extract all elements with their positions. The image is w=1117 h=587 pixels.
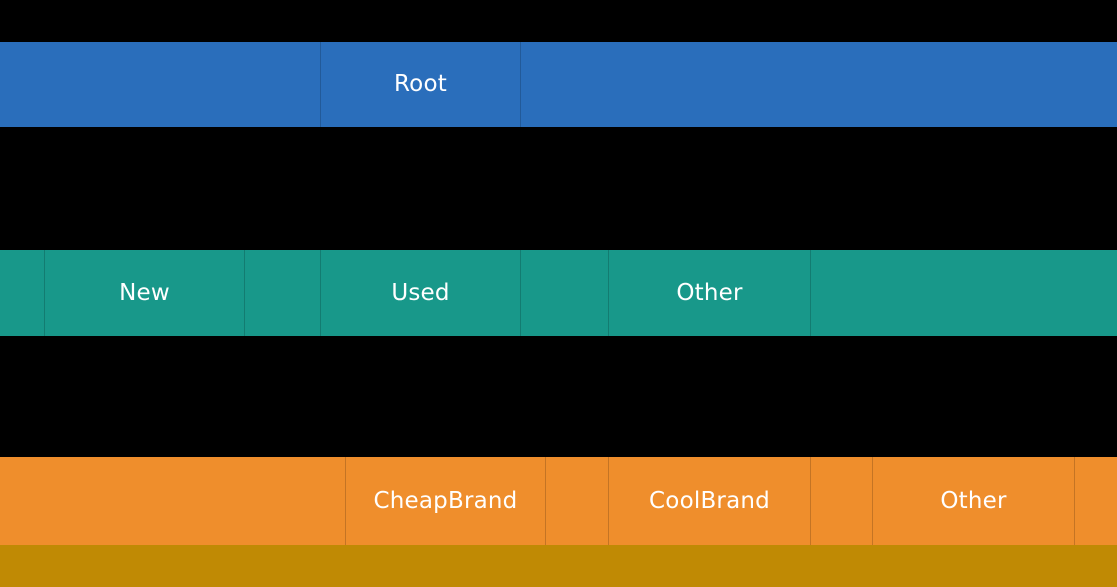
icicle-node-coolbrand[interactable]: CoolBrand [608, 457, 810, 545]
icicle-node-blank[interactable] [1074, 457, 1117, 545]
icicle-node-label: Root [394, 71, 447, 97]
icicle-node-label: Other [676, 279, 743, 306]
icicle-node-label: Used [391, 279, 450, 306]
icicle-node-new[interactable]: New [44, 250, 244, 336]
icicle-level-brand-level: CheapBrand CoolBrand Other [0, 457, 1117, 545]
icicle-node-cheapbrand[interactable]: CheapBrand [345, 457, 545, 545]
icicle-node-other[interactable]: Other [608, 250, 810, 336]
icicle-node-blank[interactable] [520, 250, 608, 336]
icicle-node-label: Other [940, 487, 1007, 514]
icicle-node-blank[interactable] [0, 545, 1117, 587]
icicle-node-blank[interactable] [0, 457, 345, 545]
icicle-node-blank[interactable] [244, 250, 320, 336]
icicle-node-blank[interactable] [810, 250, 1117, 336]
icicle-node-label: New [119, 279, 170, 306]
icicle-node-root[interactable]: Root [320, 42, 520, 127]
icicle-node-used[interactable]: Used [320, 250, 520, 336]
icicle-level-leaf-level [0, 545, 1117, 587]
icicle-node-blank[interactable] [810, 457, 872, 545]
icicle-node-label: CoolBrand [649, 487, 770, 514]
icicle-node-blank[interactable] [520, 42, 1117, 127]
icicle-level-category-level: New Used Other [0, 250, 1117, 336]
icicle-node-other[interactable]: Other [872, 457, 1074, 545]
icicle-node-blank[interactable] [545, 457, 608, 545]
icicle-level-root-level: Root [0, 42, 1117, 127]
icicle-node-blank[interactable] [0, 42, 320, 127]
icicle-node-label: CheapBrand [373, 487, 518, 514]
icicle-node-blank[interactable] [0, 250, 44, 336]
